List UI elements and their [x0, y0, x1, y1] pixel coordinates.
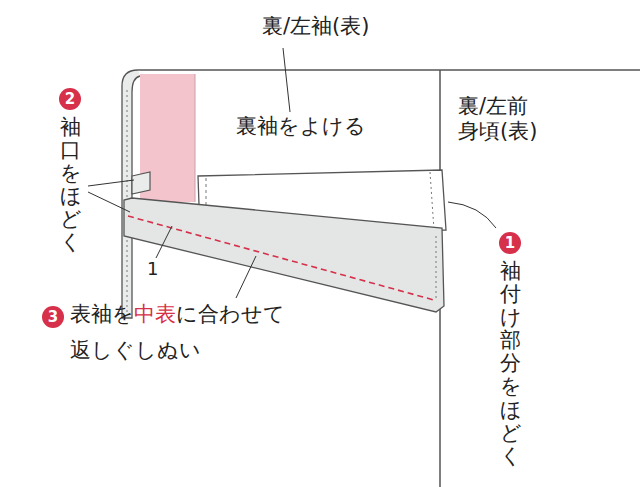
instruction-text: 裏袖をよける: [236, 114, 366, 139]
seam-line: [128, 216, 434, 300]
part-number: 1: [147, 258, 158, 280]
instruction-text: に合わせて: [176, 302, 285, 327]
callout-number: 1: [499, 232, 521, 254]
callout-number: 3: [42, 306, 64, 328]
leader-line: [236, 256, 256, 298]
callout-number: 2: [59, 88, 81, 110]
lining-stitch: [430, 172, 434, 230]
facing-edge: [195, 74, 196, 202]
instruction-text: 中表: [134, 302, 176, 327]
instruction-text: 袖口をほどく: [60, 116, 81, 255]
leader-line: [88, 180, 134, 186]
strip-stitch: [436, 236, 437, 300]
instruction-text: 袖付け部分をほどく: [500, 260, 521, 468]
part-name: 裏/左前 身頃(表): [458, 94, 568, 144]
part-name: 裏/左袖(表): [262, 14, 369, 39]
instruction-text: 返しぐしぬい: [70, 338, 201, 363]
cuff-fold: [122, 70, 140, 318]
leader-line: [88, 192, 130, 212]
leader-line: [283, 48, 290, 112]
instruction-text: 表袖を: [70, 302, 134, 327]
leader-line: [448, 202, 496, 228]
leader-line: [156, 226, 172, 258]
sleeve-top-edge: [138, 69, 640, 71]
cuff-tab: [132, 172, 150, 194]
outer-sleeve-strip: [124, 198, 444, 312]
